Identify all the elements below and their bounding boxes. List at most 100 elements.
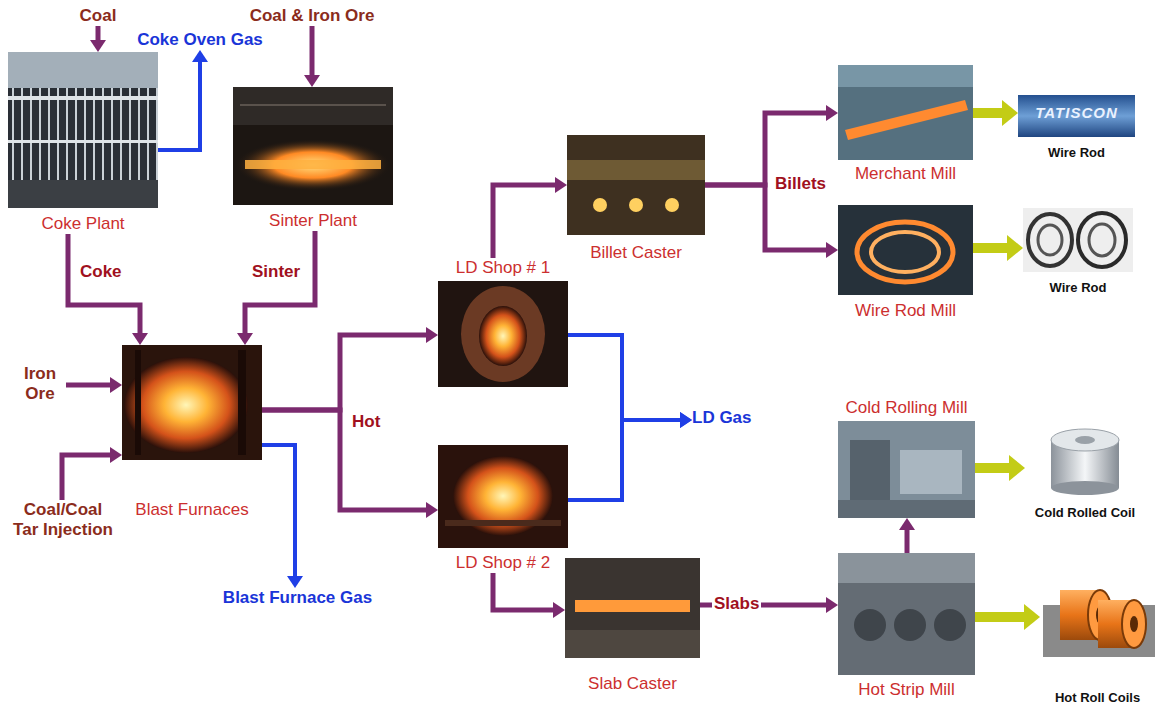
plant-label: LD Shop # 1 bbox=[456, 258, 551, 278]
arrow-head bbox=[192, 50, 208, 62]
flow-line bbox=[705, 185, 827, 250]
flow-arrow bbox=[62, 447, 122, 500]
hot-strip-mill-photo-part bbox=[894, 609, 926, 641]
flow-arrow bbox=[899, 518, 915, 553]
plant-label: Slab Caster bbox=[588, 674, 677, 694]
flow-line bbox=[262, 335, 427, 410]
hot-strip-mill-photo bbox=[838, 553, 975, 675]
flow-line bbox=[310, 26, 315, 76]
arrow-head bbox=[1002, 100, 1018, 126]
flow-arrow bbox=[66, 377, 122, 393]
arrow-head bbox=[426, 327, 438, 343]
arrow-head bbox=[826, 242, 838, 258]
coke-plant-photo-part bbox=[8, 180, 158, 208]
blast-furnace-photo bbox=[122, 345, 262, 460]
cold-rolling-mill-photo-part bbox=[838, 500, 975, 518]
plant-box: LD Shop # 1 bbox=[438, 258, 568, 387]
plant-label: Merchant Mill bbox=[855, 164, 956, 184]
wire-rod-coils-photo-part bbox=[1028, 214, 1072, 266]
gas-label: Coke Oven Gas bbox=[137, 30, 263, 50]
billet-caster-photo bbox=[567, 135, 705, 235]
flow-arrow bbox=[705, 185, 838, 258]
coke-plant-photo bbox=[8, 52, 158, 208]
input-label: Iron Ore bbox=[14, 364, 66, 404]
flow-label: Sinter bbox=[250, 262, 302, 282]
arrow-head bbox=[304, 75, 320, 87]
plant-label: Sinter Plant bbox=[269, 211, 357, 231]
arrow-head bbox=[555, 177, 567, 193]
arrow-head bbox=[1007, 235, 1023, 261]
gas-label: LD Gas bbox=[692, 408, 752, 428]
gas-output-node: LD Gas bbox=[692, 408, 772, 428]
hot-strip-mill-photo-part bbox=[854, 609, 886, 641]
arrow-head bbox=[110, 447, 122, 463]
flow-line bbox=[493, 573, 554, 610]
flow-line bbox=[973, 108, 1003, 118]
plant-box: Billet Caster bbox=[567, 135, 705, 263]
hot-strip-mill-photo-part bbox=[838, 553, 975, 675]
flow-line bbox=[158, 61, 200, 150]
hot-strip-mill-photo-part bbox=[934, 609, 966, 641]
ld-shop-1-photo-part bbox=[461, 286, 545, 382]
sinter-plant-photo-part bbox=[240, 104, 386, 106]
plant-box: Merchant Mill bbox=[838, 65, 973, 184]
arrow-head bbox=[1024, 604, 1040, 630]
flow-arrow bbox=[262, 327, 438, 410]
wire-rod-mill-photo bbox=[838, 205, 973, 295]
flow-line bbox=[68, 234, 140, 334]
flow-line bbox=[493, 185, 556, 258]
blast-furnace-photo-part bbox=[122, 345, 262, 460]
tatiscon-wire-rod-photo bbox=[1018, 95, 1135, 137]
product-box: Wire Rod bbox=[1023, 208, 1133, 296]
sinter-plant-photo-part bbox=[235, 139, 391, 191]
billet-caster-photo-part bbox=[567, 160, 705, 180]
coke-plant-photo-part bbox=[8, 88, 158, 180]
flow-label: Billets bbox=[773, 174, 828, 194]
plant-label: Billet Caster bbox=[590, 243, 682, 263]
sinter-plant-photo bbox=[233, 87, 393, 205]
arrow-head bbox=[1009, 455, 1025, 481]
flow-line bbox=[973, 243, 1008, 253]
hot-roll-coils-photo-part bbox=[1122, 600, 1146, 648]
hot-roll-coils-photo-part bbox=[1130, 616, 1138, 632]
coke-plant-photo-part bbox=[8, 52, 158, 208]
product-label: Hot Roll Coils bbox=[1055, 690, 1140, 706]
plant-label: Coke Plant bbox=[41, 214, 124, 234]
product-label: Wire Rod bbox=[1048, 145, 1105, 161]
cold-rolled-coil-photo-part bbox=[1075, 436, 1095, 444]
flow-line bbox=[905, 529, 910, 553]
plant-box: Cold Rolling Mill bbox=[838, 398, 975, 518]
gas-output-node: Coke Oven Gas bbox=[118, 30, 282, 50]
wire-rod-mill-photo-part bbox=[857, 222, 953, 282]
flow-line bbox=[262, 410, 427, 510]
flow-line bbox=[568, 420, 681, 500]
gas-output-node: Blast Furnace Gas bbox=[210, 588, 385, 608]
gas-label: Blast Furnace Gas bbox=[223, 588, 372, 608]
flow-line bbox=[96, 26, 101, 41]
product-box: Hot Roll Coils bbox=[1040, 585, 1155, 706]
ld-shop-1-photo bbox=[438, 281, 568, 387]
ld-shop-2-photo-part bbox=[445, 520, 561, 526]
edge-label-holder: Hot bbox=[350, 412, 382, 432]
plant-box: Slab Caster bbox=[565, 558, 700, 694]
coke-plant-photo-part bbox=[8, 140, 158, 143]
blast-furnace-photo-part bbox=[124, 357, 248, 453]
cold-rolled-coil-photo-part bbox=[1051, 429, 1119, 451]
plant-box: Sinter Plant bbox=[233, 87, 393, 231]
cold-rolled-coil-photo bbox=[1051, 429, 1119, 495]
merchant-mill-photo bbox=[838, 65, 973, 160]
flow-arrow bbox=[975, 604, 1040, 630]
flow-line bbox=[568, 335, 681, 420]
arrow-head bbox=[287, 576, 303, 588]
ld-shop-1-photo-part bbox=[438, 281, 568, 387]
flow-arrow bbox=[493, 573, 565, 618]
plant-box: Hot Strip Mill bbox=[838, 553, 975, 700]
billet-caster-photo-part bbox=[593, 198, 607, 212]
flow-arrow bbox=[262, 445, 303, 588]
flow-line bbox=[66, 383, 111, 388]
flow-label: Coke bbox=[78, 262, 124, 282]
cold-rolling-mill-photo-part bbox=[900, 450, 962, 494]
flow-arrow bbox=[262, 410, 438, 518]
flow-label: Hot bbox=[350, 412, 382, 432]
